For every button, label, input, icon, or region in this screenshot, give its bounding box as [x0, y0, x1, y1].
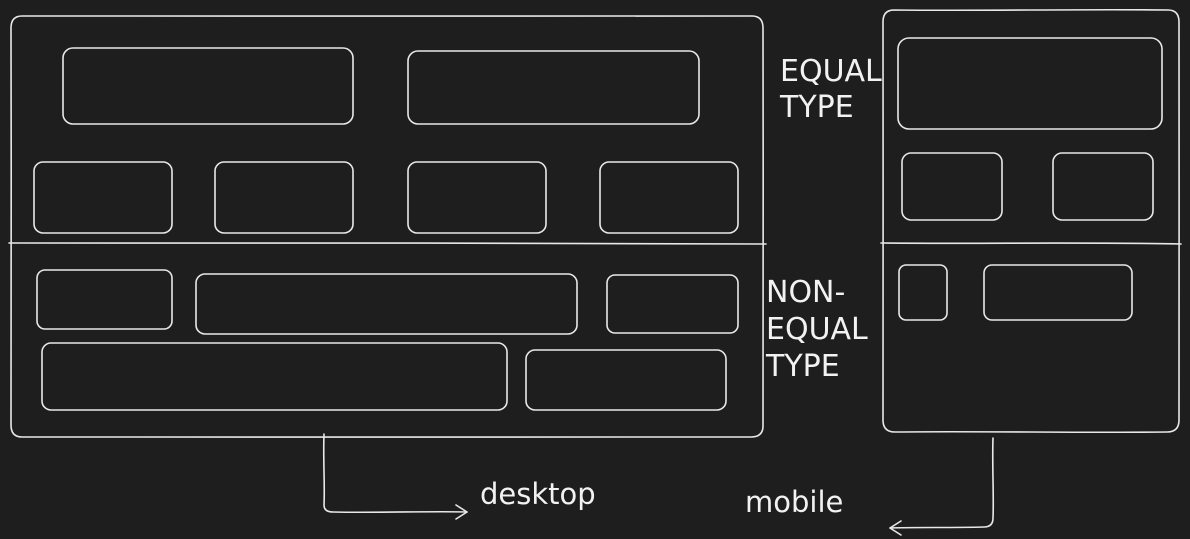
- desktop-nonequal-box-3: [606, 274, 739, 334]
- mobile-frame: [880, 8, 1182, 434]
- mobile-equal-box-small-2: [1052, 152, 1154, 221]
- desktop-nonequal-box-2: [195, 273, 578, 335]
- desktop-arrow: [322, 433, 468, 514]
- mobile-nonequal-box-2: [983, 264, 1133, 321]
- equal-type-label-line-1: EQUAL: [780, 54, 882, 89]
- mobile-equal-section: [897, 37, 1163, 221]
- mobile-arrowhead: [889, 520, 902, 536]
- desktop-nonequal-box-5: [525, 349, 727, 411]
- mobile-nonequal-section: [898, 264, 1133, 321]
- desktop-equal-section: [33, 47, 739, 234]
- desktop-equal-box-wide-2: [407, 50, 700, 125]
- desktop-equal-box-small-2: [214, 161, 354, 234]
- desktop-pointer: desktop: [322, 433, 596, 520]
- desktop-arrowhead: [455, 504, 468, 520]
- mobile-frame-outline: [881, 8, 1181, 434]
- nonequal-type-label-line-3: TYPE: [765, 349, 840, 384]
- desktop-equal-box-small-4: [599, 161, 739, 234]
- mobile-equal-box-small-1: [901, 152, 1003, 221]
- desktop-nonequal-box-4: [41, 342, 508, 411]
- mobile-nonequal-box-1: [898, 264, 948, 321]
- desktop-frame: [8, 14, 767, 439]
- mobile-caption: mobile: [745, 485, 843, 519]
- mobile-arrow: [889, 437, 995, 529]
- mobile-pointer: mobile: [745, 437, 995, 536]
- equal-type-label-line-2: TYPE: [779, 90, 854, 125]
- nonequal-type-label: NON- EQUAL TYPE: [765, 275, 868, 384]
- desktop-equal-box-small-3: [407, 161, 547, 234]
- desktop-divider: [8, 242, 767, 245]
- desktop-equal-box-wide-1: [62, 47, 354, 125]
- desktop-equal-box-small-1: [33, 161, 173, 234]
- desktop-caption: desktop: [480, 477, 596, 511]
- desktop-frame-outline: [9, 14, 765, 439]
- mobile-divider: [880, 242, 1182, 245]
- desktop-nonequal-box-1: [36, 269, 173, 330]
- equal-type-label: EQUAL TYPE: [779, 54, 882, 125]
- mobile-equal-box-wide: [897, 37, 1163, 130]
- nonequal-type-label-line-1: NON-: [766, 275, 845, 310]
- desktop-nonequal-section: [36, 269, 739, 411]
- nonequal-type-label-line-2: EQUAL: [766, 312, 868, 347]
